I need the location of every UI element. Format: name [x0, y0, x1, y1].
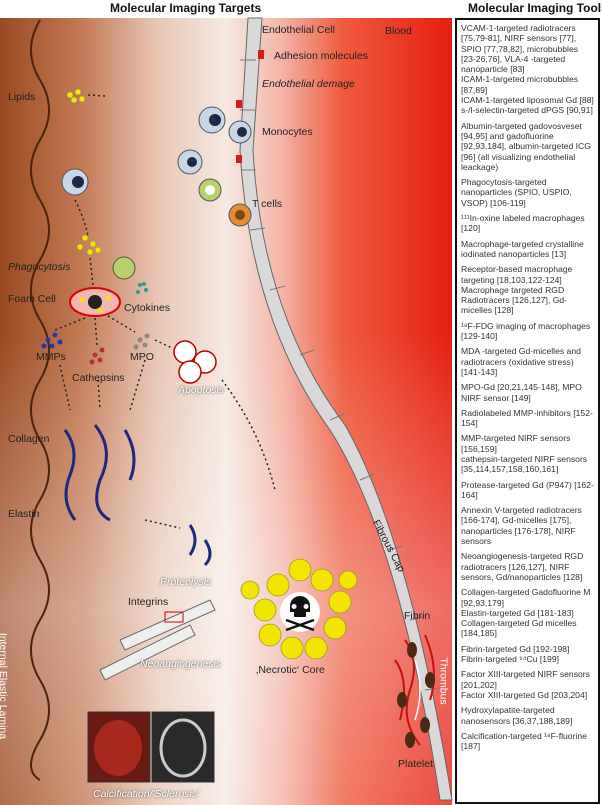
tool-entry: cathepsin-targeted NIRF sensors [35,114,…: [461, 453, 588, 475]
label-proteolysis: Proteolysis: [160, 576, 212, 588]
tool-block: Collagen-targeted Gadofluorine M [92,93,…: [461, 587, 594, 638]
label-elastin: Elastin: [8, 508, 40, 520]
label-collagen: Collagen: [8, 433, 50, 445]
crossbones-icon: [285, 618, 315, 632]
tool-entry: Fibrin-targeted ⁶⁴Cu [199]: [461, 654, 559, 665]
thrombus: [394, 634, 435, 748]
tool-entry: ¹¹¹In-oxine labeled macrophages [120]: [461, 213, 585, 234]
integrins: [164, 611, 184, 623]
label-integrins: Integrins: [128, 596, 169, 608]
tool-block: Hydroxylapatite-targeted nanosensors [36…: [461, 705, 594, 726]
artery-wall-background: [0, 18, 452, 805]
label-cathepsins: Cathepsins: [72, 372, 125, 384]
dotted-arrows: [54, 94, 276, 529]
imaging-tools-panel: VCAM-1-targeted radiotracers [75,79-81],…: [455, 18, 600, 804]
monocytes: [61, 106, 252, 196]
label-endothelial-cell: Endothelial Cell: [262, 24, 335, 36]
internal-elastic-lamina-line: [30, 19, 50, 781]
tool-block: ¹¹¹In-oxine labeled macrophages [120]: [461, 213, 594, 234]
label-fibrin: Fibrin: [404, 610, 431, 622]
cathepsin-particles: [89, 347, 105, 365]
label-blood: Blood: [385, 25, 412, 37]
tool-block: MDA -targeted Gd-micelles and radiotrace…: [461, 346, 594, 377]
apoptotic-cells: [173, 340, 217, 384]
tool-entry: Phagocytosis-targeted nanoparticles (SPI…: [461, 177, 572, 208]
necrotic-core: [240, 558, 358, 660]
tool-entry: Factor XIII-targeted NIRF sensors [201,2…: [461, 669, 590, 690]
tool-entry: Receptor-based macrophage targeting [18,…: [461, 264, 573, 285]
collagen-fibers: [63, 424, 212, 567]
tool-entry: ICAM-1-targeted microbubbles [87,89]: [461, 74, 579, 95]
tool-entry: VCAM-1-targeted radiotracers [75,79-81],…: [461, 23, 579, 75]
tool-entry: Calcification-targeted ¹⁸F-fluorine [187…: [461, 730, 587, 752]
tool-entry: Protease-targeted Gd (P947) [162-164]: [461, 479, 594, 500]
label-mmps: MMPs: [36, 351, 66, 363]
tool-block: MMP-targeted NIRF sensors [156,159]cathe…: [461, 433, 594, 474]
tool-block: VCAM-1-targeted radiotracers [75,79-81],…: [461, 23, 594, 116]
tool-block: Albumin-targeted gadovosveset [94,95] an…: [461, 121, 594, 172]
tool-entry: Collagen-targeted Gadofluorine M [92,93,…: [461, 587, 591, 608]
tool-block: MPO-Gd [20,21,145-148], MPO NIRF sensor …: [461, 382, 594, 403]
tool-block: Calcification-targeted ¹⁸F-fluorine [187…: [461, 731, 594, 752]
label-cytokines: Cytokines: [124, 302, 171, 314]
tool-entry: MDA -targeted Gd-micelles and radiotrace…: [461, 346, 581, 377]
label-foam-cell: Foam Cell: [8, 293, 56, 305]
tools-header: Molecular Imaging Tools: [468, 1, 602, 16]
tool-entry: ICAM-1-targeted liposomal Gd [88]: [461, 95, 594, 106]
tool-block: Radiolabeled MMP-inhibitors [152-154]: [461, 408, 594, 429]
tool-entry: ¹⁸F-FDG imaging of macrophages [129-140]: [461, 320, 591, 342]
label-internal-elastic-lamina: Internal Elastic Lamina: [0, 632, 10, 740]
tool-block: Receptor-based macrophage targeting [18,…: [461, 264, 594, 315]
label-thrombus: Thrombus: [437, 657, 450, 705]
tool-block: Macrophage-targeted crystalline iodinate…: [461, 239, 594, 260]
background-shade: [0, 18, 452, 805]
label-mpo: MPO: [130, 351, 154, 363]
tool-entry: Macrophage targeted RGD Radiotracers [12…: [461, 284, 568, 316]
tool-entry: Albumin-targeted gadovosveset [94,95] an…: [461, 120, 591, 172]
tool-entry: s-/l-selectin-targeted dPGS [90,91]: [461, 105, 593, 116]
skull-icon: [290, 596, 310, 617]
label-platelet: Platelet: [398, 758, 434, 770]
lipid-droplets: [66, 88, 102, 256]
tool-block: ¹⁸F-FDG imaging of macrophages [129-140]: [461, 321, 594, 342]
tool-entry: Radiolabeled MMP-inhibitors [152-154]: [461, 407, 593, 429]
tool-entry: Macrophage-targeted crystalline iodinate…: [461, 238, 584, 259]
label-necrotic-core: ‚Necrotic‘ Core: [256, 664, 325, 676]
mmp-particles: [41, 332, 63, 349]
neoangiogenesis-vessels: [99, 599, 216, 681]
label-phagocytosis: Phagocytosis: [8, 261, 71, 273]
mpo-particles: [133, 333, 150, 350]
label-adhesion-molecules: Adhesion molecules: [274, 50, 368, 62]
tool-block: Neoangiogenesis-targeted RGD radiotracer…: [461, 551, 594, 582]
label-t-cells: T cells: [252, 198, 283, 210]
tool-entry: Collagen-targeted Gd micelles [184,185]: [461, 618, 577, 639]
tool-entry: MPO-Gd [20,21,145-148], MPO NIRF sensor …: [461, 382, 582, 403]
tool-entry: MMP-targeted NIRF sensors [156,159]: [461, 433, 571, 454]
label-calcification: Calcification/'Sclerosis': [93, 788, 200, 800]
tool-block: Fibrin-targeted Gd [192-198]Fibrin-targe…: [461, 644, 594, 665]
tool-entry: Factor XIII-targeted Gd [203,204]: [461, 689, 588, 700]
label-monocytes: Monocytes: [262, 126, 313, 138]
label-neoangiogenesis: Neoangiogenesis: [140, 658, 222, 670]
tool-block: Phagocytosis-targeted nanoparticles (SPI…: [461, 177, 594, 208]
tool-entry: Neoangiogenesis-targeted RGD radiotracer…: [461, 551, 584, 582]
tool-entry: Fibrin-targeted Gd [192-198]: [461, 643, 570, 654]
label-apoptosis: Apoptosis: [178, 384, 225, 396]
tool-block: Protease-targeted Gd (P947) [162-164]: [461, 480, 594, 501]
targets-header: Molecular Imaging Targets: [110, 1, 262, 16]
tool-entry: Annexin V-targeted radiotracers [166-174…: [461, 505, 582, 547]
label-lipids: Lipids: [8, 91, 36, 103]
tool-block: Annexin V-targeted radiotracers [166-174…: [461, 505, 594, 546]
tool-entry: Elastin-targeted Gd [181-183]: [461, 607, 574, 618]
tool-entry: Hydroxylapatite-targeted nanosensors [36…: [461, 705, 573, 726]
tool-block: Factor XIII-targeted NIRF sensors [201,2…: [461, 669, 594, 700]
t-cells: [112, 178, 252, 280]
endothelium-wall: [239, 17, 453, 801]
label-endothelial-damage: Endothelial demage: [262, 78, 355, 90]
